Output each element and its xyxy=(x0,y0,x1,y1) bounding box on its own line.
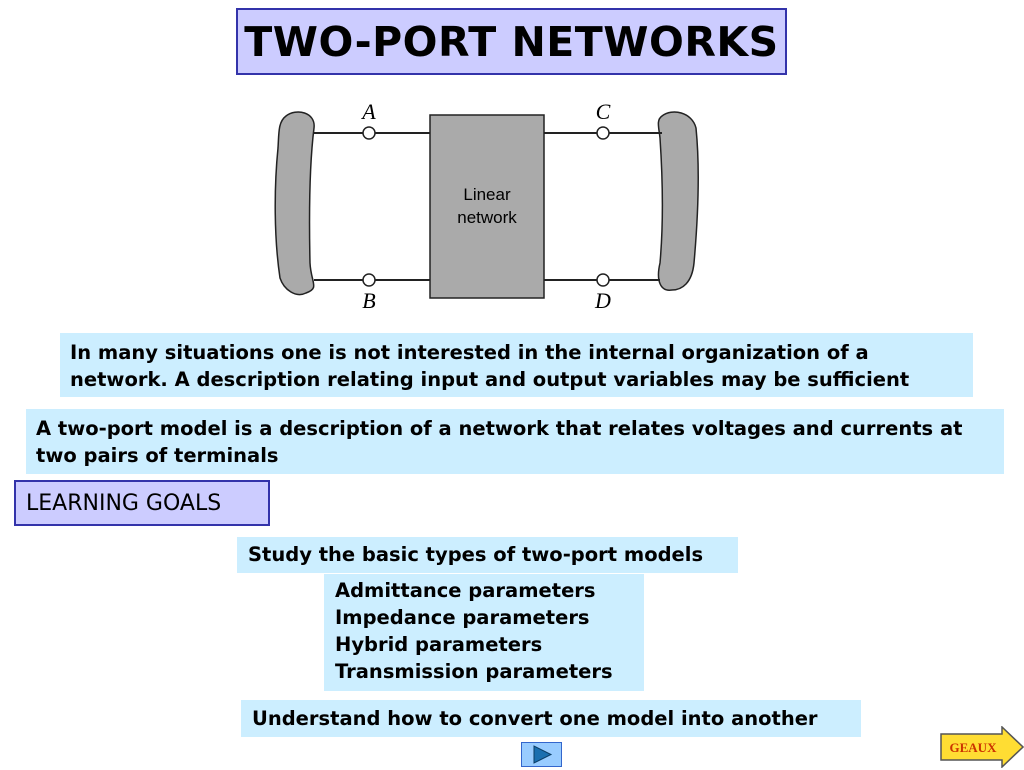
page-title: TWO-PORT NETWORKS xyxy=(236,8,787,75)
terminal-a-label: A xyxy=(360,99,376,124)
terminal-c-label: C xyxy=(596,99,611,124)
left-external-circuit xyxy=(274,111,315,296)
linear-network-box xyxy=(429,114,545,299)
play-button[interactable] xyxy=(521,742,562,767)
terminal-a-node xyxy=(362,126,376,140)
right-external-circuit xyxy=(657,111,699,291)
parameter-item: Impedance parameters xyxy=(335,606,590,629)
learning-goals-heading: LEARNING GOALS xyxy=(14,480,270,526)
geaux-button[interactable]: GEAUX xyxy=(940,726,1024,768)
play-icon xyxy=(533,745,553,764)
goal-convert-models: Understand how to convert one model into… xyxy=(241,700,861,737)
arrow-right-icon xyxy=(940,726,1024,768)
network-label-line2: network xyxy=(457,208,517,227)
terminal-b-label: B xyxy=(362,288,375,313)
goal-study-models: Study the basic types of two-port models xyxy=(237,537,738,573)
terminal-d-label: D xyxy=(594,288,611,313)
two-port-network-diagram: Linear network A B C D xyxy=(274,99,699,313)
terminal-c-node xyxy=(596,126,610,140)
geaux-label: GEAUX xyxy=(950,740,998,755)
terminal-d-node xyxy=(596,273,610,287)
parameter-item: Admittance parameters xyxy=(335,579,596,602)
intro-text-two-port-model: A two-port model is a description of a n… xyxy=(26,409,1004,474)
terminal-b-node xyxy=(362,273,376,287)
network-label-line1: Linear xyxy=(463,185,511,204)
parameter-item: Transmission parameters xyxy=(335,660,613,683)
parameter-item: Hybrid parameters xyxy=(335,633,543,656)
intro-text-internal-organization: In many situations one is not interested… xyxy=(60,333,973,397)
parameter-list: Admittance parameters Impedance paramete… xyxy=(324,574,644,691)
